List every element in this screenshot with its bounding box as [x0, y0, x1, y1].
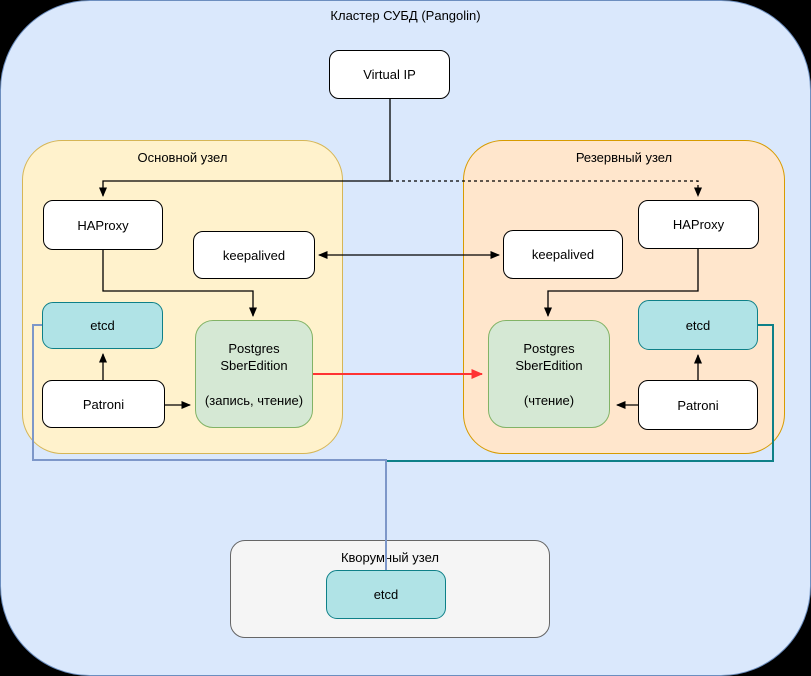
- primary-keepalived-label: keepalived: [222, 247, 286, 263]
- standby-node-title: Резервный узел: [575, 150, 673, 165]
- primary-postgres-node: Postgres SberEdition (запись, чтение): [195, 320, 313, 428]
- primary-haproxy-label: HAProxy: [77, 217, 129, 233]
- virtual-ip-label: Virtual IP: [363, 67, 416, 82]
- standby-postgres-mode: (чтение): [523, 392, 575, 408]
- diagram-title: Кластер СУБД (Pangolin): [330, 8, 481, 23]
- primary-node-title: Основной узел: [137, 150, 228, 165]
- standby-haproxy-node: HAProxy: [638, 200, 759, 249]
- standby-postgres-name-line1: Postgres: [523, 340, 575, 356]
- primary-postgres-name-line2: SberEdition: [220, 357, 288, 373]
- standby-postgres-node: Postgres SberEdition (чтение): [488, 320, 610, 428]
- primary-keepalived-node: keepalived: [193, 231, 315, 279]
- standby-haproxy-label: HAProxy: [672, 217, 725, 232]
- primary-etcd-node: etcd: [42, 302, 163, 349]
- standby-postgres-name-line2: SberEdition: [515, 357, 583, 373]
- standby-keepalived-label: keepalived: [531, 247, 595, 262]
- primary-postgres-mode: (запись, чтение): [204, 392, 304, 408]
- primary-patroni-label: Patroni: [82, 396, 125, 412]
- virtual-ip-node: Virtual IP: [329, 50, 450, 99]
- standby-etcd-node: etcd: [638, 300, 758, 350]
- primary-haproxy-node: HAProxy: [43, 200, 163, 250]
- standby-patroni-node: Patroni: [638, 380, 758, 430]
- primary-patroni-node: Patroni: [42, 380, 165, 428]
- standby-patroni-label: Patroni: [677, 397, 719, 413]
- standby-etcd-label: etcd: [685, 317, 711, 333]
- quorum-node-title: Кворумный узел: [340, 550, 440, 565]
- standby-keepalived-node: keepalived: [503, 230, 623, 279]
- primary-postgres-name-line1: Postgres: [228, 340, 280, 356]
- quorum-etcd-node: etcd: [326, 570, 446, 619]
- quorum-etcd-label: etcd: [373, 587, 399, 602]
- primary-etcd-label: etcd: [90, 318, 115, 333]
